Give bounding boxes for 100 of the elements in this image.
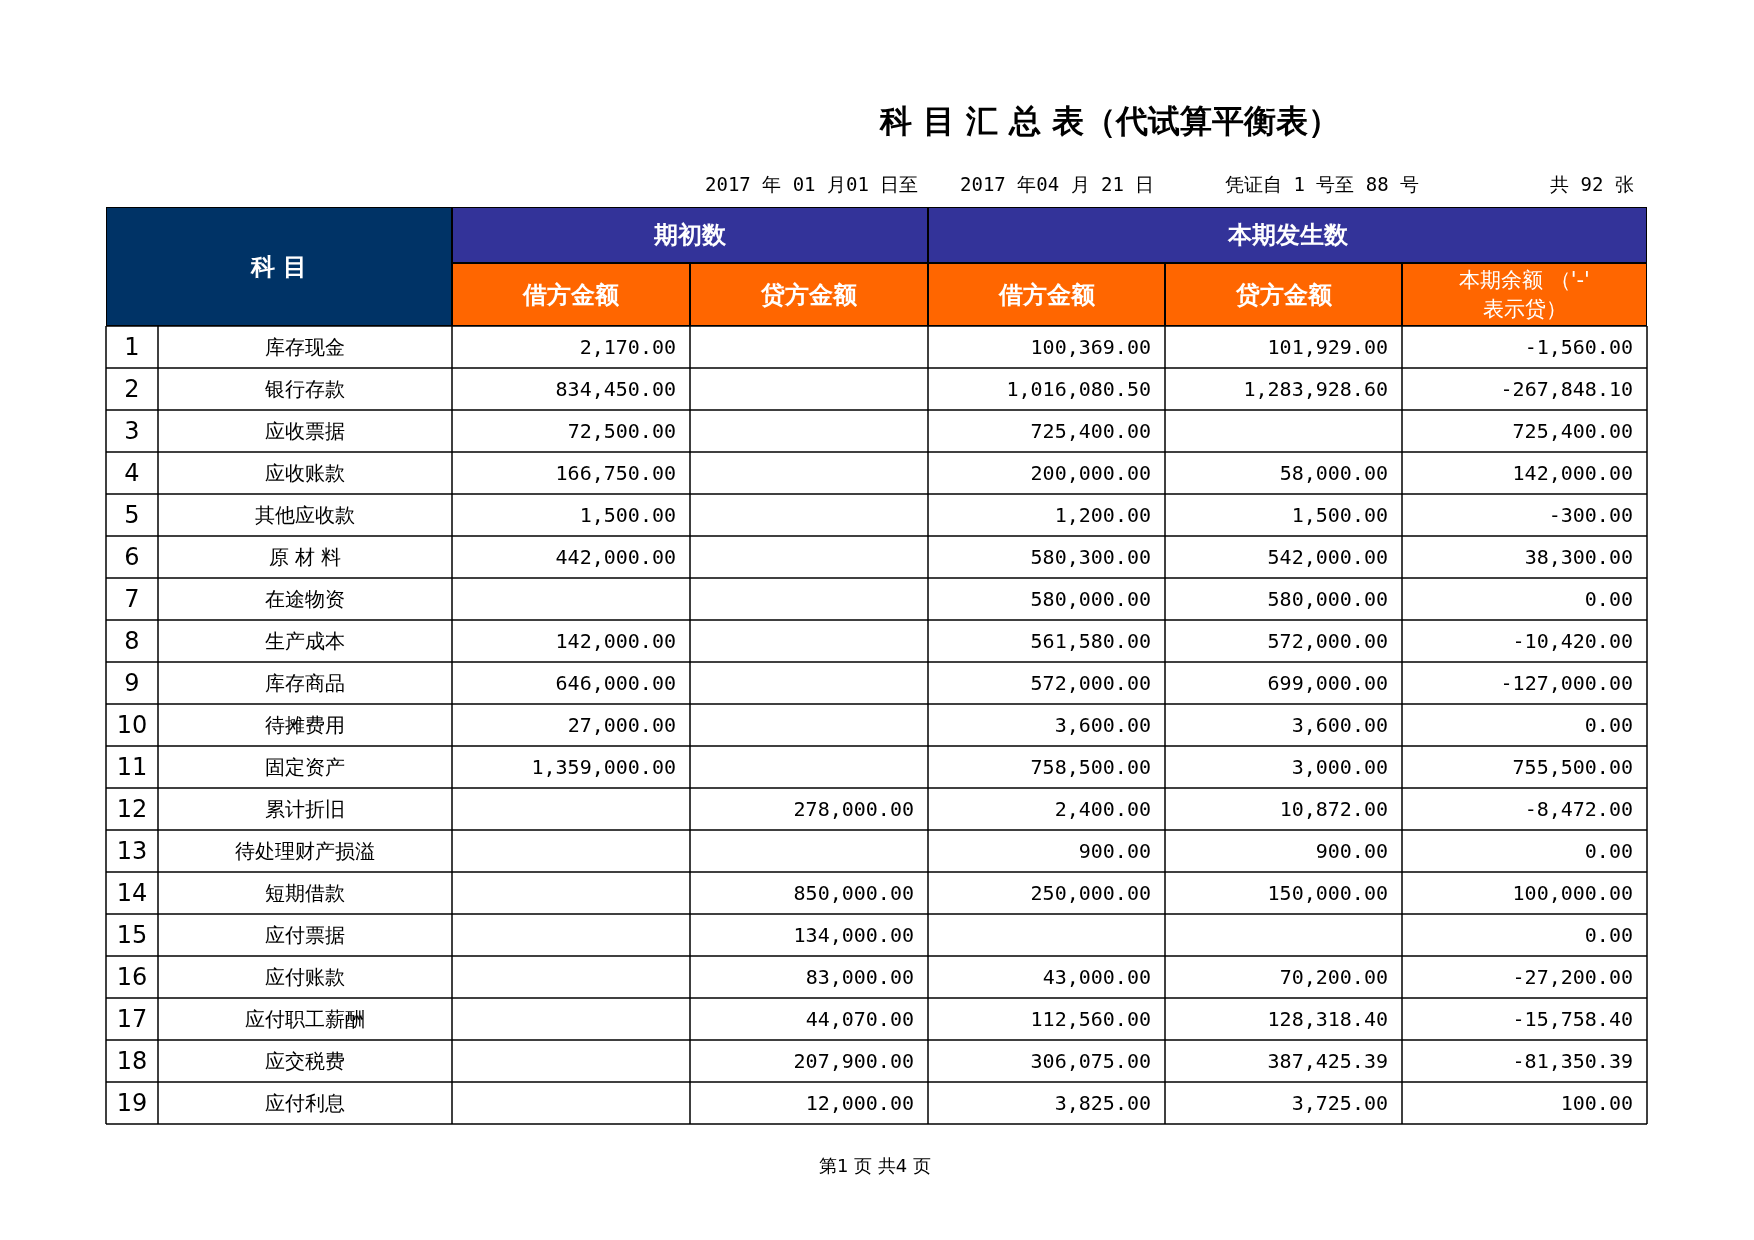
amount: 1,359,000.00 — [531, 755, 676, 779]
row-number: 8 — [123, 626, 141, 657]
amount: 1,016,080.50 — [1006, 377, 1151, 401]
row-number: 3 — [123, 416, 141, 447]
amount: 70,200.00 — [1279, 965, 1388, 989]
group-header: 本期发生数 — [928, 207, 1647, 263]
row-number: 17 — [115, 1004, 149, 1035]
amount: 278,000.00 — [793, 797, 914, 821]
amount: 0.00 — [1584, 839, 1633, 863]
amount: 142,000.00 — [555, 629, 676, 653]
row-number: 2 — [123, 374, 141, 405]
account-name: 库存现金 — [264, 333, 346, 361]
amount: 0.00 — [1584, 713, 1633, 737]
amount: 758,500.00 — [1030, 755, 1151, 779]
amount: -8,472.00 — [1524, 797, 1633, 821]
page-number: 第1 页 共4 页 — [817, 1154, 933, 1178]
row-number: 12 — [115, 794, 149, 825]
amount: 101,929.00 — [1267, 335, 1388, 359]
amount: 1,283,928.60 — [1243, 377, 1388, 401]
amount: 3,000.00 — [1291, 755, 1388, 779]
row-number: 15 — [115, 920, 149, 951]
amount: 1,500.00 — [579, 503, 676, 527]
amount: 1,200.00 — [1054, 503, 1151, 527]
account-name: 应交税费 — [264, 1047, 346, 1075]
column-header: 贷方金额 — [690, 263, 928, 326]
amount: 112,560.00 — [1030, 1007, 1151, 1031]
amount: -27,200.00 — [1512, 965, 1633, 989]
amount: 134,000.00 — [793, 923, 914, 947]
column-header: 贷方金额 — [1165, 263, 1402, 326]
amount: 572,000.00 — [1030, 671, 1151, 695]
amount: 83,000.00 — [805, 965, 914, 989]
account-name: 银行存款 — [264, 375, 346, 403]
amount: 755,500.00 — [1512, 755, 1633, 779]
amount: -10,420.00 — [1512, 629, 1633, 653]
amount: -127,000.00 — [1500, 671, 1633, 695]
account-name: 短期借款 — [264, 879, 346, 907]
table-title: 科 目 汇 总 表（代试算平衡表） — [878, 101, 1342, 142]
column-header: 科 目 — [106, 207, 452, 326]
amount: 572,000.00 — [1267, 629, 1388, 653]
amount: 38,300.00 — [1524, 545, 1633, 569]
amount: 58,000.00 — [1279, 461, 1388, 485]
amount: 100,369.00 — [1030, 335, 1151, 359]
amount: 561,580.00 — [1030, 629, 1151, 653]
amount: 0.00 — [1584, 587, 1633, 611]
row-number: 10 — [115, 710, 149, 741]
amount: 3,600.00 — [1291, 713, 1388, 737]
account-name: 库存商品 — [264, 669, 346, 697]
amount: 2,400.00 — [1054, 797, 1151, 821]
account-name: 应付票据 — [264, 921, 346, 949]
amount: 580,300.00 — [1030, 545, 1151, 569]
account-name: 应付利息 — [264, 1089, 346, 1117]
row-number: 5 — [123, 500, 141, 531]
row-number: 11 — [115, 752, 149, 783]
amount: 699,000.00 — [1267, 671, 1388, 695]
period-info: 2017 年04 月 21 日 — [960, 172, 1155, 197]
amount: 542,000.00 — [1267, 545, 1388, 569]
amount: 850,000.00 — [793, 881, 914, 905]
amount: 387,425.39 — [1267, 1049, 1388, 1073]
account-name: 生产成本 — [264, 627, 346, 655]
row-number: 18 — [115, 1046, 149, 1077]
row-number: 6 — [123, 542, 141, 573]
amount: 12,000.00 — [805, 1091, 914, 1115]
group-header: 期初数 — [452, 207, 928, 263]
amount: 1,500.00 — [1291, 503, 1388, 527]
amount: -267,848.10 — [1500, 377, 1633, 401]
account-name: 应收账款 — [264, 459, 346, 487]
amount: 3,600.00 — [1054, 713, 1151, 737]
row-number: 19 — [115, 1088, 149, 1119]
account-name: 原 材 料 — [267, 543, 343, 571]
column-header: 本期余额 （'-' 表示贷） — [1402, 263, 1647, 326]
row-number: 7 — [123, 584, 141, 615]
row-number: 14 — [115, 878, 149, 909]
amount: 834,450.00 — [555, 377, 676, 401]
amount: 3,825.00 — [1054, 1091, 1151, 1115]
column-header: 借方金额 — [452, 263, 690, 326]
account-name: 待处理财产损溢 — [234, 837, 376, 865]
amount: 150,000.00 — [1267, 881, 1388, 905]
amount: 3,725.00 — [1291, 1091, 1388, 1115]
amount: 43,000.00 — [1042, 965, 1151, 989]
row-number: 13 — [115, 836, 149, 867]
amount: 100,000.00 — [1512, 881, 1633, 905]
amount: 580,000.00 — [1030, 587, 1151, 611]
amount: 27,000.00 — [567, 713, 676, 737]
amount: 10,872.00 — [1279, 797, 1388, 821]
amount: 900.00 — [1078, 839, 1151, 863]
row-number: 1 — [123, 332, 141, 363]
amount: 306,075.00 — [1030, 1049, 1151, 1073]
amount: 142,000.00 — [1512, 461, 1633, 485]
amount: -1,560.00 — [1524, 335, 1633, 359]
amount: 207,900.00 — [793, 1049, 914, 1073]
row-number: 9 — [123, 668, 141, 699]
amount: 725,400.00 — [1030, 419, 1151, 443]
account-name: 在途物资 — [264, 585, 346, 613]
account-name: 应付职工薪酬 — [244, 1005, 366, 1033]
period-info: 共 92 张 — [1550, 172, 1634, 197]
amount: 646,000.00 — [555, 671, 676, 695]
amount: 725,400.00 — [1512, 419, 1633, 443]
amount: 580,000.00 — [1267, 587, 1388, 611]
account-name: 其他应收款 — [254, 501, 356, 529]
amount: -15,758.40 — [1512, 1007, 1633, 1031]
